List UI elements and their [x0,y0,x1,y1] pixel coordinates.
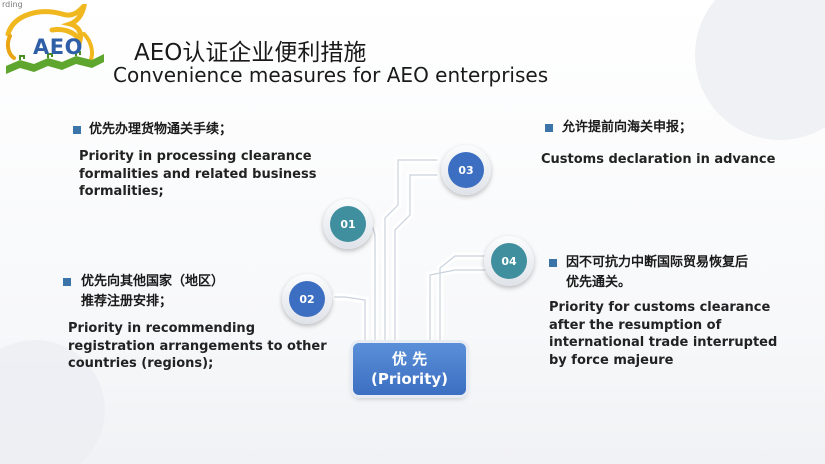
item-04-en-line: by force majeure [549,352,674,368]
logo-text: AEO [33,35,83,59]
item-03-en: Customs declaration in advance [541,151,775,169]
item-01-en-line: formalities; [79,184,164,199]
item-03-en-line: Customs declaration in advance [541,152,776,167]
item-02-en: Priority in recommending registration ar… [68,320,327,373]
number-badge-03: 03 [441,145,491,195]
bullet-icon [73,126,81,134]
item-01-en: Priority in processing clearance formali… [79,148,316,201]
priority-label-en: (Priority) [370,370,449,388]
number-label: 04 [491,243,527,279]
number-badge-04: 04 [484,236,534,286]
number-label: 01 [330,206,366,242]
item-01-cn: 优先办理货物通关手续； [89,122,233,137]
item-04-cn: 因不可抗力中断国际贸易恢复后 优先通关。 [566,253,748,293]
item-02-en-line: registration arrangements to other [68,338,327,354]
item-04-en-line: after the resumption of [549,317,722,333]
item-04-cn-line: 优先通关。 [566,275,632,290]
item-01-en-line: formalities and related business [79,166,317,182]
number-badge-01: 01 [323,199,373,249]
dragon-great-wall-icon [5,0,104,74]
number-badge-02: 02 [282,274,332,324]
bullet-icon [549,259,557,267]
page-title-cn: AEO认证企业便利措施 [134,40,367,66]
number-label: 02 [289,281,325,317]
item-02-cn: 优先向其他国家（地区） 推荐注册安排； [81,272,224,312]
bullet-icon [63,278,71,286]
bullet-icon [545,124,553,132]
item-04-en-line: international trade interrupted [549,335,778,350]
item-04-en-line: Priority for customs clearance [549,300,771,315]
corner-tag: rding [2,0,23,9]
item-02-en-line: countries (regions); [68,356,214,371]
item-03-cn: 允许提前向海关申报； [562,120,693,135]
page-title-en: Convenience measures for AEO enterprises [113,63,549,87]
item-02-cn-line: 推荐注册安排； [81,294,173,309]
number-label: 03 [448,152,484,188]
priority-box: 优 先 (Priority) [353,343,466,395]
priority-label-cn: 优 先 [391,350,428,368]
item-04-en: Priority for customs clearance after the… [549,299,777,369]
item-04-cn-line: 因不可抗力中断国际贸易恢复后 [566,255,749,270]
aeo-logo: AEO [0,0,110,74]
item-01-en-line: Priority in processing clearance [79,149,312,164]
item-02-en-line: Priority in recommending [68,321,255,336]
item-02-cn-line: 优先向其他国家（地区） [81,274,225,289]
